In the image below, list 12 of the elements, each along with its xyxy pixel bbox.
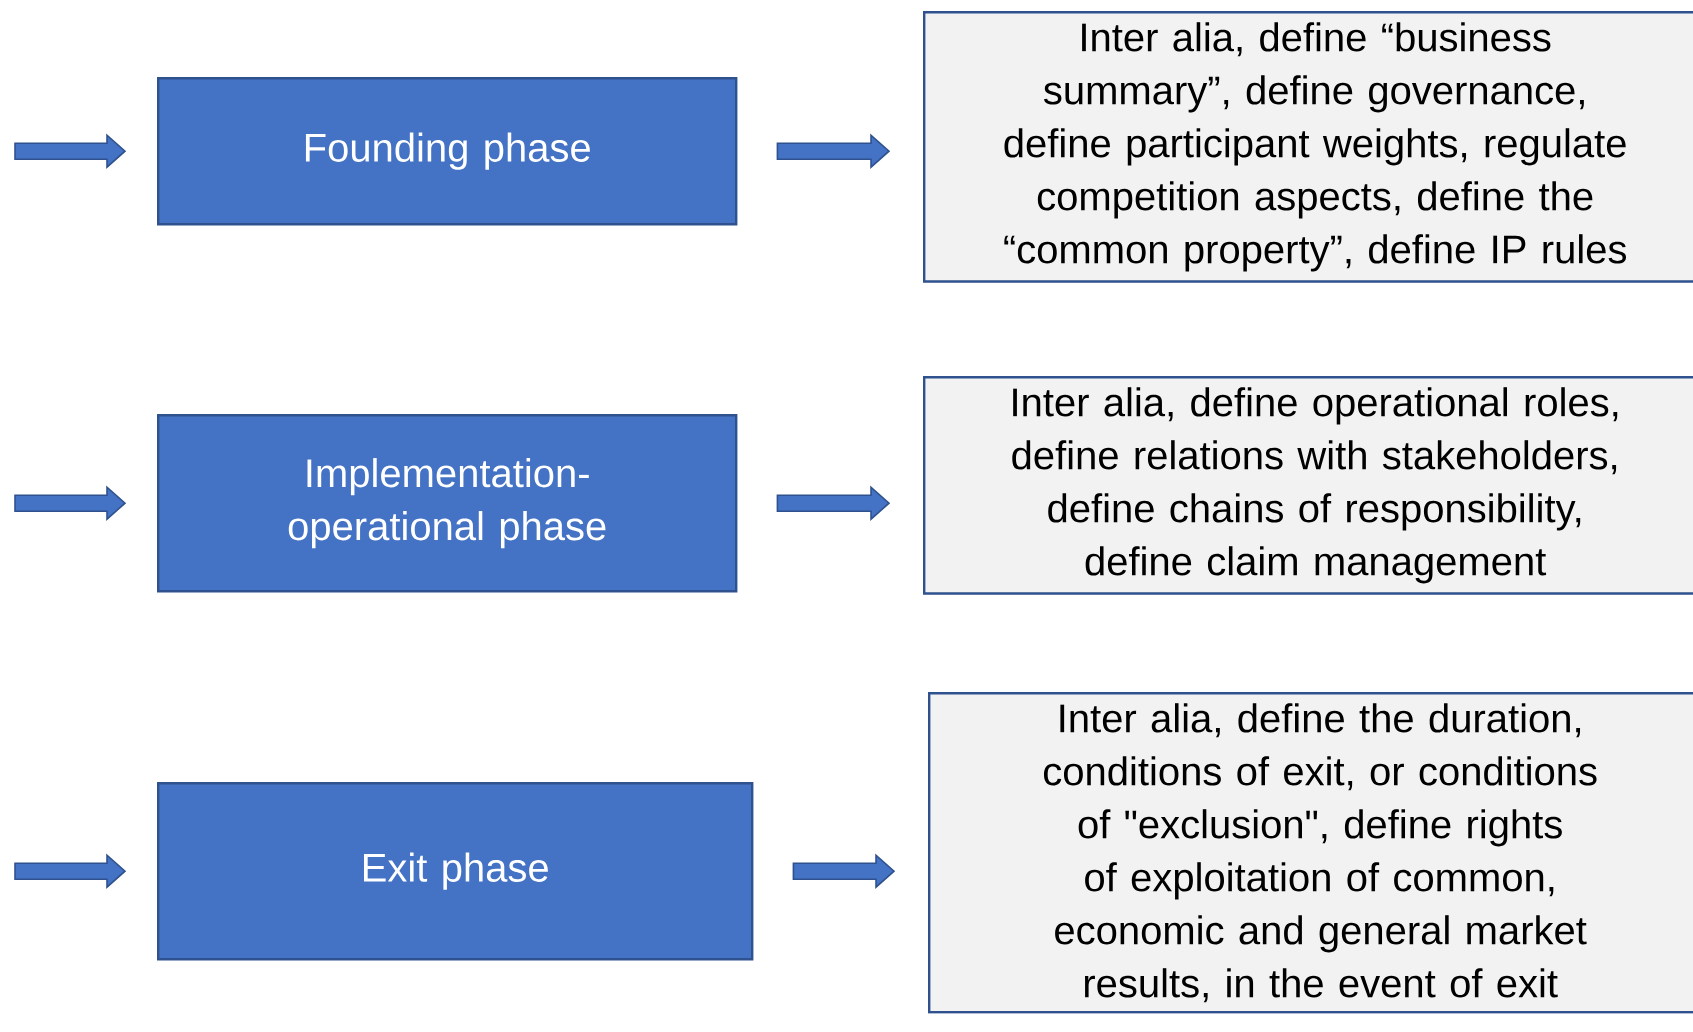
block-arrow bbox=[14, 485, 127, 521]
block-arrow bbox=[776, 485, 891, 521]
block-arrow bbox=[14, 133, 127, 169]
description-box: Inter alia, define “business summary”, define governance, define participant weights, regulate competition aspects, define the “common property”, define IP rules bbox=[923, 11, 1693, 283]
process-box: Exit phase bbox=[157, 782, 754, 961]
block-arrow bbox=[792, 853, 896, 889]
block-arrow bbox=[14, 853, 127, 889]
description-box: Inter alia, define the duration, conditions of exit, or conditions of "exclusion", define rights of exploitation of common, economic and general market results, in the event of exit bbox=[928, 692, 1693, 1014]
block-arrow bbox=[776, 133, 891, 169]
process-box: Implementation-operational phase bbox=[157, 414, 738, 593]
description-box: Inter alia, define operational roles, define relations with stakeholders, define chains of responsibility, define claim management bbox=[923, 376, 1693, 595]
process-box: Founding phase bbox=[157, 77, 738, 226]
